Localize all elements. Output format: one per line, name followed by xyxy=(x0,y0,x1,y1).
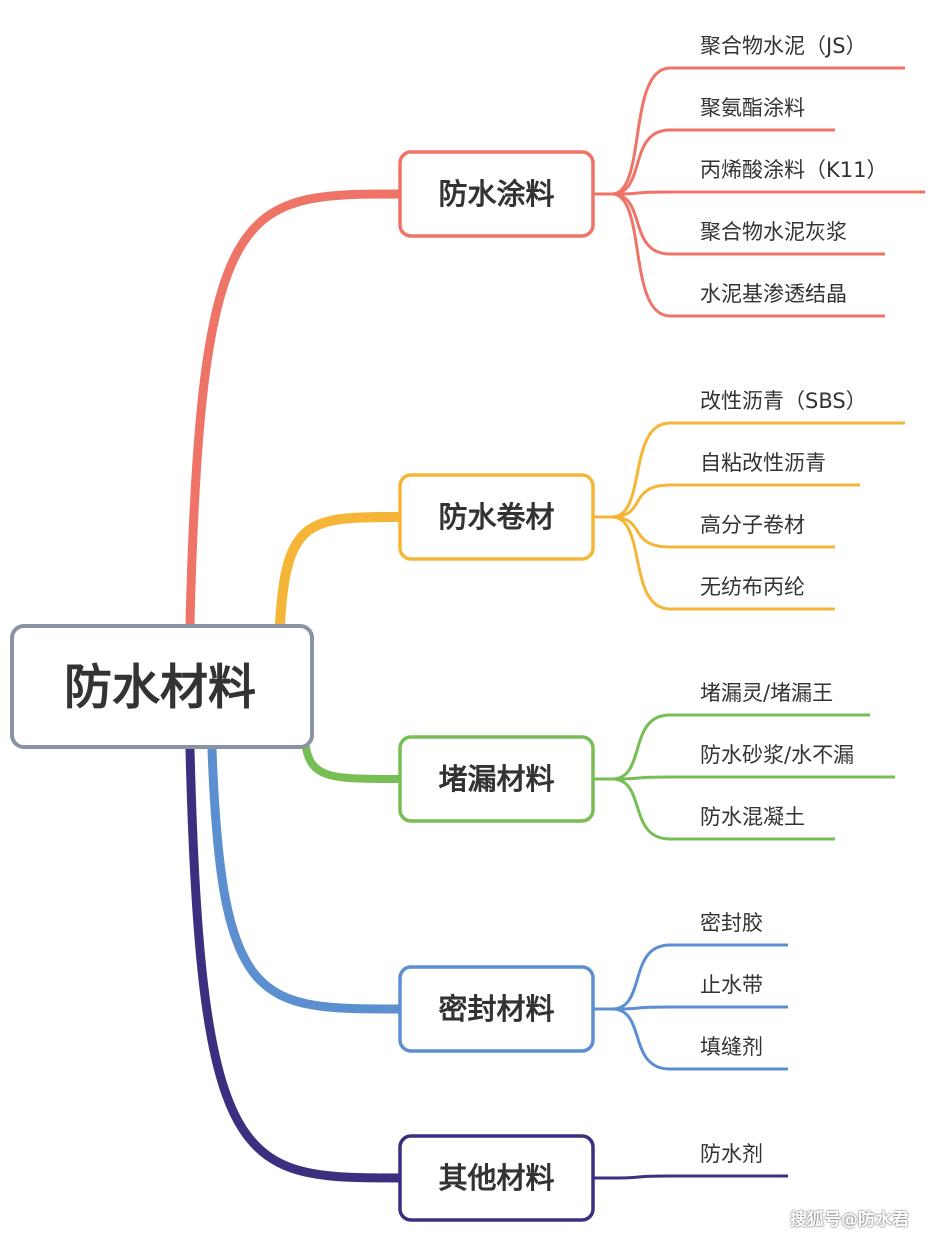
leaf-label: 防水剂 xyxy=(700,1142,763,1166)
leaf-connector xyxy=(611,1174,788,1180)
leaf-label: 高分子卷材 xyxy=(700,513,805,537)
branch-node: 其他材料 xyxy=(398,1134,595,1222)
leaf-label: 堵漏灵/堵漏王 xyxy=(700,681,833,705)
leaf-label: 改性沥青（SBS） xyxy=(700,389,867,413)
leaf-connector xyxy=(611,515,835,549)
branch-label: 防水涂料 xyxy=(438,177,554,211)
branch-node-box xyxy=(398,473,595,561)
leaf-connector xyxy=(611,190,925,196)
branch-label: 防水卷材 xyxy=(438,500,554,534)
leaf-label: 密封胶 xyxy=(700,911,763,935)
branch-node: 密封材料 xyxy=(398,965,595,1053)
branch-node-box xyxy=(398,1134,595,1222)
trunk-connector xyxy=(207,744,405,1014)
leaf-connector xyxy=(611,421,905,519)
edges xyxy=(185,66,925,1183)
branch-node-box xyxy=(398,735,595,823)
leaf-connector xyxy=(611,1007,788,1071)
branch-node: 防水卷材 xyxy=(398,473,595,561)
root-label: 防水材料 xyxy=(64,660,256,716)
leaf-label: 丙烯酸涂料（K11） xyxy=(700,158,888,182)
leaf-connector xyxy=(611,1005,788,1011)
leaf-label: 防水砂浆/水不漏 xyxy=(700,743,854,767)
leaf-connector xyxy=(611,192,885,318)
leaf-label: 填缝剂 xyxy=(700,1035,763,1059)
branch-node: 堵漏材料 xyxy=(398,735,595,823)
trunk-connector xyxy=(301,738,404,783)
branch-label: 堵漏材料 xyxy=(438,762,554,796)
root-node: 防水材料 xyxy=(10,624,314,749)
branch-label: 密封材料 xyxy=(438,992,554,1026)
leaf-label: 聚合物水泥（JS） xyxy=(700,34,867,58)
leaf-label: 止水带 xyxy=(700,973,763,997)
leaf-label: 无纺布丙纶 xyxy=(700,575,805,599)
leaf-label: 水泥基渗透结晶 xyxy=(700,282,847,306)
leaf-connector xyxy=(611,713,870,781)
leaf-connector xyxy=(611,775,895,781)
leaf-connector xyxy=(611,66,905,196)
leaf-label: 聚氨酯涂料 xyxy=(700,96,805,120)
watermark: 搜狐号@防水君 xyxy=(790,1210,909,1230)
branch-node-box xyxy=(398,965,595,1053)
leaf-connector xyxy=(611,128,835,196)
leaf-label: 防水混凝土 xyxy=(700,805,805,829)
leaf-label: 自粘改性沥青 xyxy=(700,451,826,475)
trunk-connector xyxy=(185,189,405,629)
leaf-connector xyxy=(611,943,788,1011)
leaf-connector xyxy=(611,483,860,519)
branch-node-box xyxy=(398,150,595,238)
leaf-connector xyxy=(611,777,835,841)
trunk-connector xyxy=(275,512,405,629)
root-node-box xyxy=(10,624,314,749)
leaf-label: 聚合物水泥灰浆 xyxy=(700,220,847,244)
trunk-connector xyxy=(185,744,405,1183)
branch-label: 其他材料 xyxy=(438,1161,554,1195)
leaf-connector xyxy=(611,192,885,256)
branch-node: 防水涂料 xyxy=(398,150,595,238)
leaf-connector xyxy=(611,515,835,611)
